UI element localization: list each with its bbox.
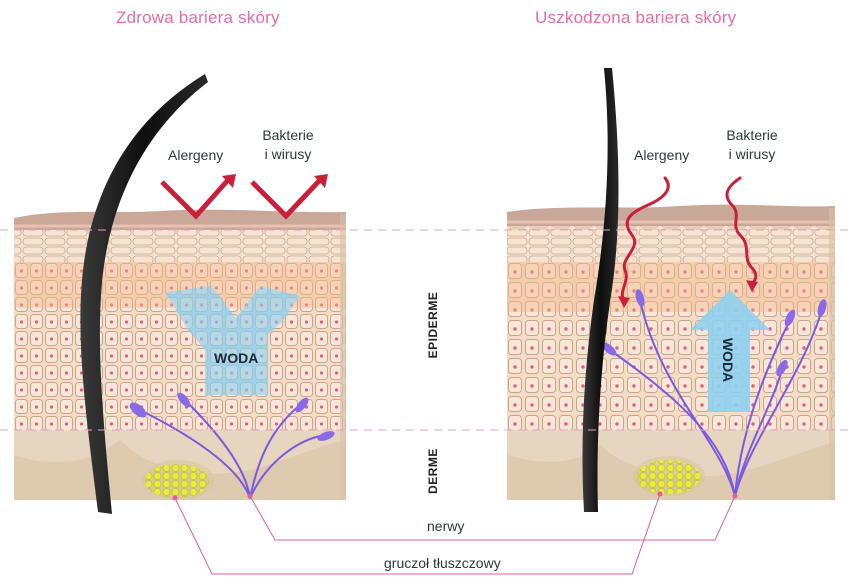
label-nerves: nerwy bbox=[424, 518, 468, 534]
sebaceous-gland-left bbox=[145, 464, 209, 498]
legend-connectors bbox=[174, 493, 736, 575]
label-sebaceous-gland: gruczoł tłuszczowy bbox=[381, 555, 504, 571]
hair-left bbox=[80, 74, 208, 514]
blocked-allergen-arrows bbox=[160, 178, 322, 220]
title-damaged-barrier: Uszkodzona bariera skóry bbox=[535, 8, 737, 27]
damaged-skin-block bbox=[507, 204, 835, 500]
title-healthy-barrier: Zdrowa bariera skóry bbox=[116, 8, 280, 27]
label-dermis: DERME bbox=[426, 448, 440, 494]
penetrating-allergen-arrows bbox=[620, 176, 758, 302]
sebaceous-gland-right bbox=[636, 460, 700, 494]
epidermis-cells-left bbox=[14, 262, 346, 430]
hair-right bbox=[582, 68, 619, 512]
nerves-left bbox=[139, 399, 326, 499]
layer-guide-lines bbox=[0, 229, 850, 431]
label-epidermis: EPIDERME bbox=[426, 291, 440, 359]
healthy-skin-block bbox=[14, 209, 346, 500]
nerves-right bbox=[609, 299, 823, 497]
label-water-left: WODA bbox=[214, 350, 259, 366]
label-allergens-left: Alergeny bbox=[168, 147, 224, 163]
label-water-right: WODA bbox=[720, 337, 737, 383]
label-allergens-right: Alergeny bbox=[634, 147, 690, 163]
water-arrow-right bbox=[690, 290, 770, 412]
